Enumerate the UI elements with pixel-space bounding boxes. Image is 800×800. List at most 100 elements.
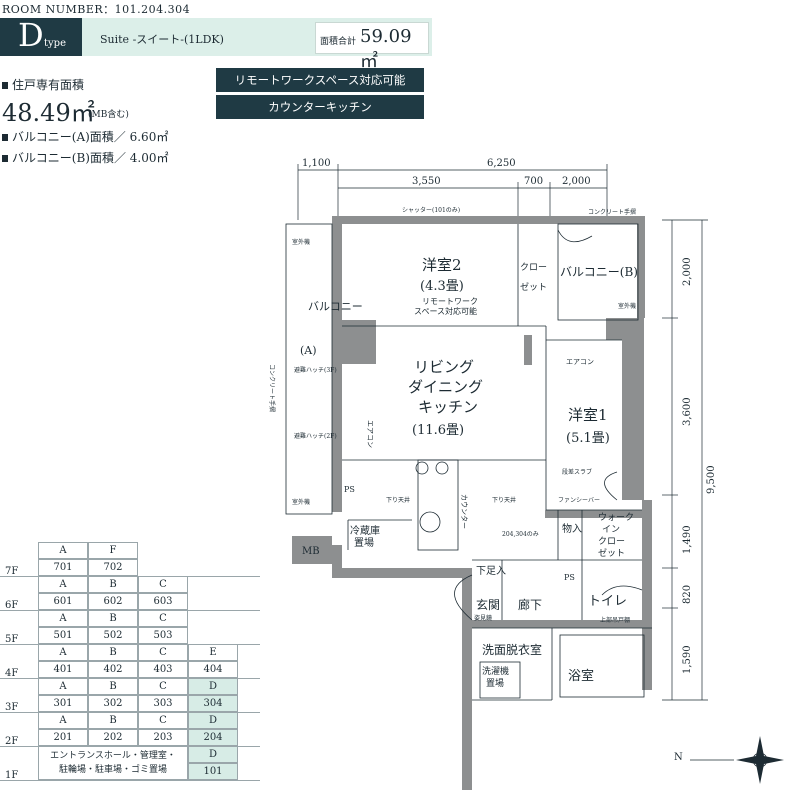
dim-right-1490: 1,490 bbox=[682, 525, 693, 554]
floor-type-cell: C bbox=[138, 610, 188, 627]
floor-type-cell: A bbox=[38, 610, 88, 627]
type-word: type bbox=[44, 38, 66, 49]
label-downlight-2: 下り天井 bbox=[492, 496, 516, 504]
floor-label: 7F bbox=[5, 566, 19, 577]
floor-label: 3F bbox=[5, 702, 19, 713]
room-ldk-size: (11.6畳) bbox=[412, 423, 464, 438]
floor-type-cell: A bbox=[38, 542, 88, 559]
floor-room-cell: 204 bbox=[188, 729, 238, 746]
label-note-storage: 上部吊戸棚 bbox=[600, 616, 630, 624]
floor-type-cell: C bbox=[138, 712, 188, 729]
room-western2-note2: スペース対応可能 bbox=[414, 306, 477, 316]
total-area-value: 59.09㎡ bbox=[360, 26, 412, 72]
balcony-b-area: バルコニー(B)面積／ 4.00㎡ bbox=[2, 149, 168, 166]
floor-row-divider bbox=[0, 780, 260, 781]
room-western1-size: (5.1畳) bbox=[566, 431, 610, 446]
floor-type-cell: A bbox=[38, 678, 88, 695]
floor-room-cell: 403 bbox=[138, 661, 188, 678]
room-hallway: 廊下 bbox=[518, 597, 542, 612]
floor-label: 4F bbox=[5, 668, 19, 679]
bullet-square-icon bbox=[2, 155, 8, 162]
floor-type-cell: C bbox=[138, 576, 188, 593]
floor-entrance-note: エントランスホール・管理室・駐輪場・駐車場・ゴミ置場 bbox=[38, 746, 188, 780]
room-fridge-1: 冷蔵庫 bbox=[350, 524, 380, 537]
dim-top-3550: 3,550 bbox=[412, 176, 441, 187]
floor-type-cell: B bbox=[88, 712, 138, 729]
floor-room-cell: 304 bbox=[188, 695, 238, 712]
room-entrance: 玄関 bbox=[476, 597, 500, 612]
room-storage: 物入 bbox=[562, 522, 582, 535]
room-shoebox: 下足入 bbox=[476, 565, 506, 577]
floor-type-cell: C bbox=[138, 678, 188, 695]
label-downlight-1: 下り天井 bbox=[386, 496, 410, 504]
floor-type-cell: E bbox=[188, 644, 238, 661]
floor-room-cell: 101 bbox=[188, 763, 238, 780]
label-step: 段差スラブ bbox=[562, 468, 592, 476]
label-hatch-2f: 避難ハッチ(2F) bbox=[294, 432, 337, 440]
floor-type-cell: A bbox=[38, 712, 88, 729]
floor-label: 1F bbox=[5, 770, 19, 781]
floor-room-cell: 404 bbox=[188, 661, 238, 678]
dim-right-1590: 1,590 bbox=[682, 645, 693, 674]
floor-label: 6F bbox=[5, 600, 19, 611]
room-bathroom: 浴室 bbox=[568, 668, 594, 684]
label-outdoor-unit-3: 室外機 bbox=[618, 302, 636, 310]
feature-counter-kitchen: カウンターキッチン bbox=[216, 95, 424, 119]
room-washer-2: 置場 bbox=[486, 677, 504, 689]
label-outdoor-unit-2: 室外機 bbox=[292, 498, 310, 506]
room-fridge-2: 置場 bbox=[354, 536, 374, 549]
total-area-box: 面積合計 59.09㎡ bbox=[315, 22, 429, 72]
room-living: リビング bbox=[414, 358, 474, 376]
type-box: D type bbox=[0, 16, 82, 56]
floor-entrance-note-line1: エントランスホール・管理室・ bbox=[50, 751, 176, 761]
balcony-a-area: バルコニー(A)面積／ 6.60㎡ bbox=[2, 128, 168, 145]
room-washer-1: 洗濯機 bbox=[482, 665, 509, 677]
room-balcony-a2: (A) bbox=[300, 344, 317, 357]
floor-room-cell: 603 bbox=[138, 593, 188, 610]
floor-entrance-note-line2: 駐輪場・駐車場・ゴミ置場 bbox=[58, 765, 167, 775]
floor-label: 5F bbox=[5, 634, 19, 645]
floor-type-cell: B bbox=[88, 678, 138, 695]
floor-room-cell: 702 bbox=[88, 559, 138, 576]
room-toilet: トイレ bbox=[588, 594, 627, 609]
room-mb: MB bbox=[302, 546, 320, 557]
floor-room-cell: 601 bbox=[38, 593, 88, 610]
label-note-shoes: 姿見鏡 bbox=[474, 614, 492, 622]
room-wic-4: ゼット bbox=[598, 547, 625, 559]
floor-type-cell: B bbox=[88, 644, 138, 661]
room-kitchen: キッチン bbox=[418, 398, 478, 416]
room-ps1: PS bbox=[344, 485, 355, 494]
floor-type-cell: D bbox=[188, 746, 238, 763]
floor-room-cell: 303 bbox=[138, 695, 188, 712]
type-letter: D bbox=[18, 16, 44, 54]
floor-room-cell: 503 bbox=[138, 627, 188, 644]
room-dining: ダイニング bbox=[408, 378, 483, 396]
floor-type-cell: D bbox=[188, 678, 238, 695]
label-concrete-top: コンクリート手摺 bbox=[588, 208, 636, 216]
floor-type-cell: C bbox=[138, 644, 188, 661]
floor-room-cell: 202 bbox=[88, 729, 138, 746]
floor-room-cell: 402 bbox=[88, 661, 138, 678]
dim-right-3600: 3,600 bbox=[682, 397, 693, 426]
floor-room-cell: 501 bbox=[38, 627, 88, 644]
room-balcony-b: バルコニー(B) bbox=[560, 265, 638, 279]
room-wic-2: イン bbox=[602, 525, 620, 535]
compass-north-label: N bbox=[674, 752, 683, 763]
room-balcony-a1: バルコニー bbox=[308, 300, 363, 313]
dim-top-1100: 1,100 bbox=[302, 158, 331, 169]
floor-type-cell: D bbox=[188, 712, 238, 729]
dim-top-2000: 2,000 bbox=[562, 176, 591, 187]
feature-remote-work: リモートワークスペース対応可能 bbox=[216, 68, 424, 92]
room-western2-size: (4.3畳) bbox=[420, 279, 464, 294]
floor-label: 2F bbox=[5, 736, 19, 747]
exclusive-area-value: 48.49㎡ bbox=[2, 99, 95, 127]
balcony-a-area-text: バルコニー(A)面積／ 6.60㎡ bbox=[12, 130, 169, 144]
exclusive-area-label-text: 住戸専有面積 bbox=[12, 78, 85, 92]
room-closet-2: ゼット bbox=[520, 281, 547, 293]
room-washroom: 洗面脱衣室 bbox=[482, 642, 542, 657]
label-counter: カウンター bbox=[460, 494, 469, 529]
label-hatch-3f: 避難ハッチ(3F) bbox=[294, 366, 337, 374]
room-wic-3: クロー bbox=[598, 536, 625, 547]
bullet-square-icon bbox=[2, 134, 8, 141]
